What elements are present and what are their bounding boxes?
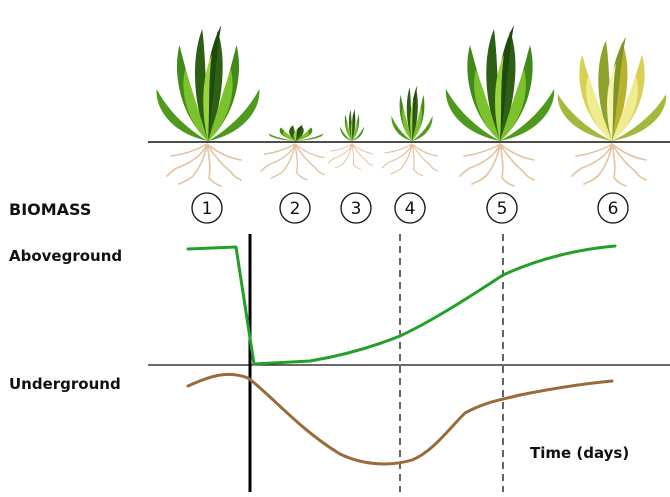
stage-number: 6: [608, 199, 619, 219]
stage-marker-2: 2: [279, 192, 311, 224]
stage-number: 1: [202, 199, 213, 219]
stage-marker-3: 3: [340, 192, 372, 224]
aboveground-label: Aboveground: [9, 247, 122, 265]
time-axis-label: Time (days): [530, 444, 629, 462]
plant-stage-4: [391, 85, 433, 141]
plant-stage-3: [340, 108, 364, 141]
underground-label: Underground: [9, 375, 121, 393]
roots-group: [166, 143, 647, 187]
stage-number: 5: [497, 199, 508, 219]
biomass-label: BIOMASS: [9, 200, 91, 219]
underground-biomass-curve: [186, 372, 614, 466]
plant-stage-1: [156, 25, 260, 141]
aboveground-biomass-curve: [186, 244, 617, 366]
plant-stage-2: [268, 124, 324, 141]
plant-stage-6: [557, 36, 667, 142]
stage-marker-1: 1: [191, 192, 223, 224]
stage-marker-6: 6: [597, 192, 629, 224]
stage-marker-5: 5: [486, 192, 518, 224]
stage-number: 4: [405, 199, 416, 219]
stage-marker-4: 4: [394, 192, 426, 224]
stage-number: 2: [290, 199, 301, 219]
plant-stage-5: [445, 25, 555, 141]
stage-number: 3: [351, 199, 362, 219]
